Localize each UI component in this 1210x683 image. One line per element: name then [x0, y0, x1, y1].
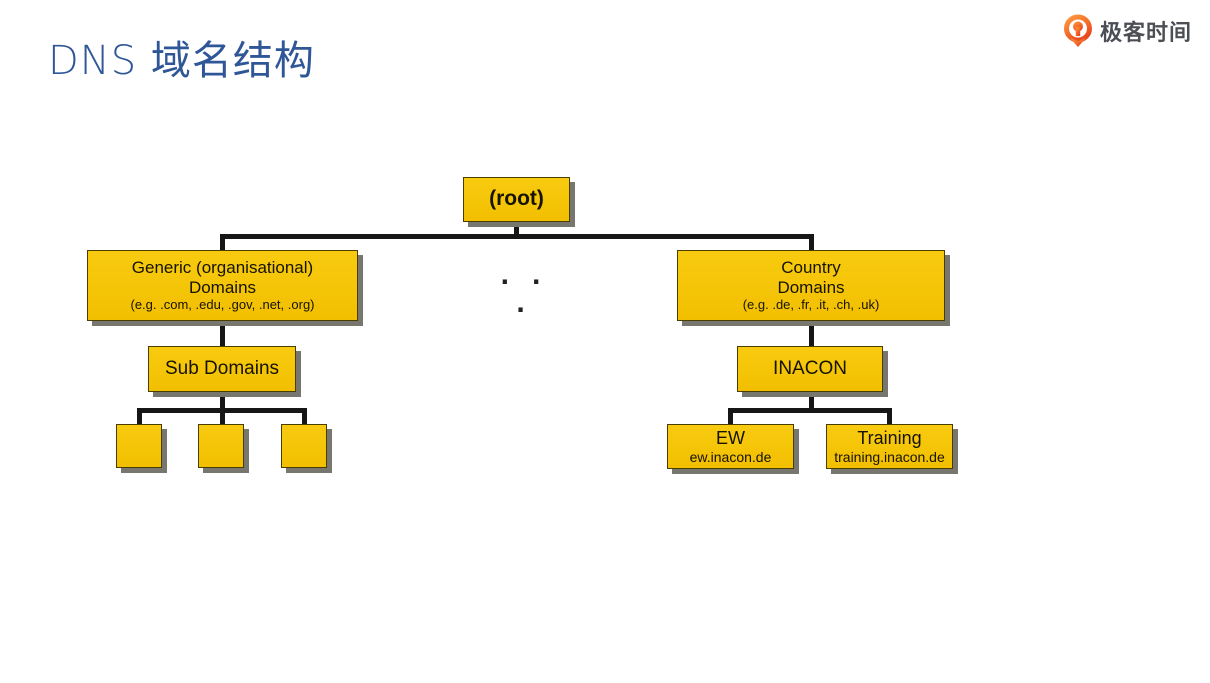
node-label: (root) [489, 187, 544, 211]
node-label-line2: Domains [188, 278, 257, 298]
connector-empty3-stub [302, 408, 307, 424]
connector-root-stub [514, 222, 519, 239]
diagram-node-empty-2 [198, 424, 244, 468]
node-label-line1: Generic (organisational) [131, 258, 314, 278]
connector-country-inacon [809, 321, 814, 346]
connector-inacon-stub [809, 390, 814, 413]
diagram-node-empty-3 [281, 424, 327, 468]
connector-generic-sub [220, 321, 225, 346]
diagram-node-training: Training training.inacon.de [826, 424, 953, 469]
node-subtitle: ew.inacon.de [689, 448, 772, 465]
geektime-logo-icon [1062, 14, 1094, 48]
node-label-line3: (e.g. .de, .fr, .it, .ch, .uk) [742, 296, 880, 312]
node-label-line1: Country [781, 258, 841, 278]
diagram-node-generic-domains: Generic (organisational) Domains (e.g. .… [87, 250, 358, 321]
node-title: Training [857, 428, 922, 449]
connector-root-horizontal [220, 234, 814, 239]
node-label: Sub Domains [164, 358, 280, 380]
connector-training-stub [887, 408, 892, 424]
diagram-node-inacon: INACON [737, 346, 883, 392]
diagram-node-root: (root) [463, 177, 570, 222]
connector-inacon-horizontal [728, 408, 892, 413]
connector-empty2-stub [220, 408, 225, 424]
node-label-line2: Domains [777, 278, 845, 298]
node-label: INACON [773, 358, 847, 380]
connector-country-drop [809, 234, 814, 250]
connector-sub-stub [220, 390, 225, 413]
node-label-line3: (e.g. .com, .edu, .gov, .net, .org) [130, 296, 315, 312]
diagram-node-sub-domains: Sub Domains [148, 346, 296, 392]
page-title: DNS 域名结构 [48, 38, 315, 84]
connector-generic-drop [220, 234, 225, 250]
geektime-logo: 极客时间 [1062, 14, 1192, 48]
diagram-node-ew: EW ew.inacon.de [667, 424, 794, 469]
node-title: EW [716, 428, 745, 449]
connector-ew-stub [728, 408, 733, 424]
ellipsis-dots: · · · [500, 268, 548, 324]
diagram-node-country-domains: Country Domains (e.g. .de, .fr, .it, .ch… [677, 250, 945, 321]
node-subtitle: training.inacon.de [834, 448, 945, 465]
diagram-node-empty-1 [116, 424, 162, 468]
geektime-logo-text: 极客时间 [1099, 20, 1192, 45]
connector-empty1-stub [137, 408, 142, 424]
